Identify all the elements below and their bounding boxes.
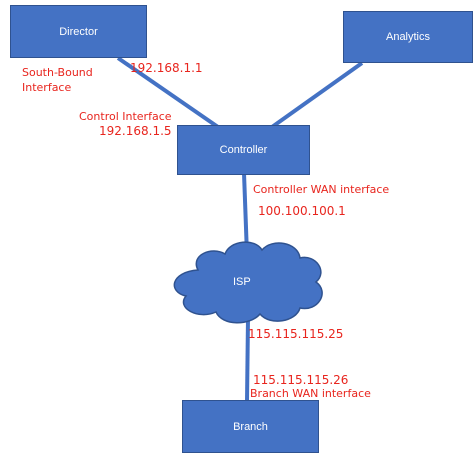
director-ip-label: 192.168.1.1 xyxy=(130,61,203,75)
branch-ip-label: 115.115.115.26 xyxy=(253,373,349,387)
isp-cloud-icon xyxy=(173,241,323,324)
controller-wan-ip-label: 100.100.100.1 xyxy=(258,204,346,218)
isp-branch-ip-label: 115.115.115.25 xyxy=(248,327,344,341)
analytics-node-label: Analytics xyxy=(385,31,431,43)
director-node: Director xyxy=(10,5,147,58)
south-bound-label-line2: Interface xyxy=(22,81,72,94)
isp-node-label: ISP xyxy=(233,276,251,288)
director-node-label: Director xyxy=(59,25,98,38)
branch-node: Branch xyxy=(182,400,319,453)
branch-wan-label: Branch WAN interface xyxy=(250,387,371,400)
link-director-controller xyxy=(116,56,220,129)
controller-node-label: Controller xyxy=(219,144,268,156)
controller-wan-label: Controller WAN interface xyxy=(253,183,390,196)
analytics-node: Analytics xyxy=(343,11,473,63)
controller-node: Controller xyxy=(177,125,310,175)
control-ip-label: 192.168.1.5 xyxy=(99,124,172,138)
south-bound-label-line1: South-Bound xyxy=(22,66,93,79)
control-interface-label: Control Interface xyxy=(79,110,172,123)
link-isp-branch xyxy=(245,317,250,403)
link-analytics-controller xyxy=(270,61,364,129)
link-controller-isp xyxy=(242,172,249,256)
branch-node-label: Branch xyxy=(233,420,268,433)
